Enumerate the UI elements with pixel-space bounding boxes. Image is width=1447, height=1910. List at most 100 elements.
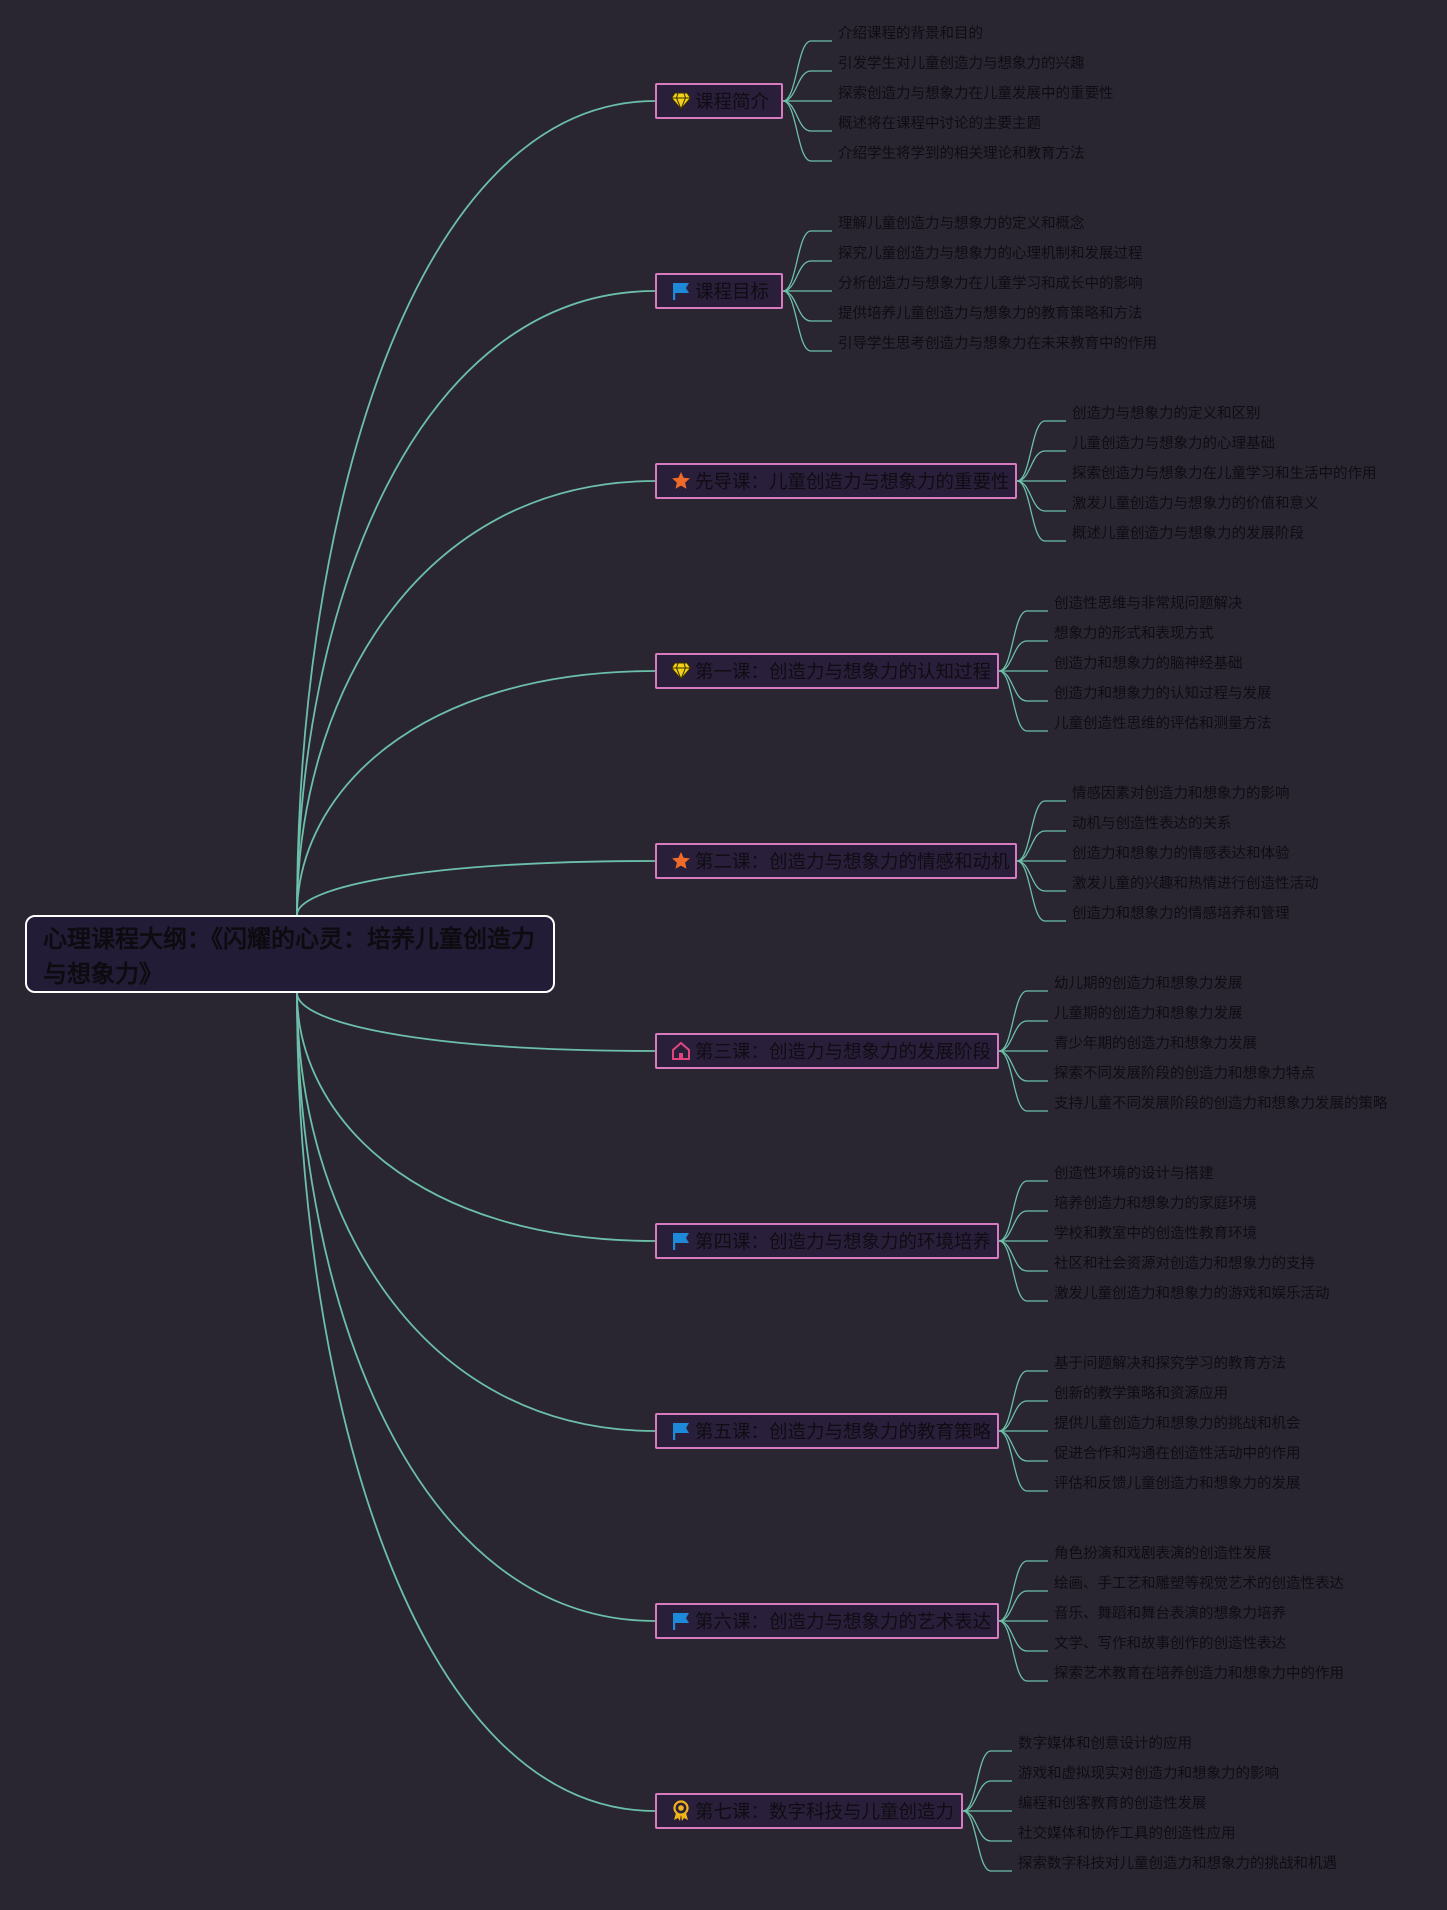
connector-line [296,860,656,916]
connector-line [782,100,832,132]
connector-line [962,1750,1012,1812]
home-icon [671,1040,691,1062]
flag-icon [671,1610,691,1632]
connector-line [998,1370,1048,1432]
connector-line [998,1620,1048,1652]
connector-line [998,1050,1048,1082]
subtopic-item[interactable]: 支持儿童不同发展阶段的创造力和想象力发展的策略 [1054,1096,1388,1112]
subtopic-item[interactable]: 儿童期的创造力和想象力发展 [1054,1006,1243,1022]
connector-line [998,1620,1048,1682]
topic-node[interactable]: 课程简介 [655,83,783,119]
subtopic-item[interactable]: 社区和社会资源对创造力和想象力的支持 [1054,1256,1315,1272]
connector-line [1016,800,1066,862]
topic-node[interactable]: 第七课：数字科技与儿童创造力 [655,1793,963,1829]
subtopic-item[interactable]: 激发儿童的兴趣和热情进行创造性活动 [1072,876,1319,892]
subtopic-item[interactable]: 数字媒体和创意设计的应用 [1018,1736,1192,1752]
subtopic-item[interactable]: 创造力和想象力的情感表达和体验 [1072,846,1290,862]
subtopic-item[interactable]: 儿童创造力与想象力的心理基础 [1072,436,1275,452]
root-topic[interactable]: 心理课程大纲：《闪耀的心灵：培养儿童创造力与想象力》 [25,915,555,993]
subtopic-item[interactable]: 学校和教室中的创造性教育环境 [1054,1226,1257,1242]
connector-line [962,1810,1012,1842]
connector-line [998,1240,1048,1272]
subtopic-item[interactable]: 分析创造力与想象力在儿童学习和成长中的影响 [838,276,1143,292]
subtopic-item[interactable]: 角色扮演和戏剧表演的创造性发展 [1054,1546,1272,1562]
connector-line [998,1020,1048,1052]
connector-line [296,290,656,916]
subtopic-item[interactable]: 概述儿童创造力与想象力的发展阶段 [1072,526,1304,542]
topic-node[interactable]: 第四课：创造力与想象力的环境培养 [655,1223,999,1259]
subtopic-item[interactable]: 提供培养儿童创造力与想象力的教育策略和方法 [838,306,1143,322]
connector-line [962,1810,1012,1872]
subtopic-item[interactable]: 编程和创客教育的创造性发展 [1018,1796,1207,1812]
topic-node[interactable]: 第一课：创造力与想象力的认知过程 [655,653,999,689]
connector-line [962,1780,1012,1812]
topic-node[interactable]: 第二课：创造力与想象力的情感和动机 [655,843,1017,879]
subtopic-item[interactable]: 文学、写作和故事创作的创造性表达 [1054,1636,1286,1652]
subtopic-item[interactable]: 动机与创造性表达的关系 [1072,816,1232,832]
subtopic-item[interactable]: 创新的教学策略和资源应用 [1054,1386,1228,1402]
subtopic-item[interactable]: 创造性思维与非常规问题解决 [1054,596,1243,612]
connector-line [296,992,656,1812]
connector-line [296,992,656,1052]
topic-node[interactable]: 第三课：创造力与想象力的发展阶段 [655,1033,999,1069]
connector-line [782,290,832,322]
topic-node[interactable]: 第六课：创造力与想象力的艺术表达 [655,1603,999,1639]
connector-line [998,1240,1048,1302]
subtopic-item[interactable]: 想象力的形式和表现方式 [1054,626,1214,642]
subtopic-item[interactable]: 创造力和想象力的脑神经基础 [1054,656,1243,672]
topic-label: 第四课：创造力与想象力的环境培养 [695,1232,992,1253]
topic-label: 课程目标 [695,282,770,303]
award-icon [671,1800,691,1822]
subtopic-item[interactable]: 创造力和想象力的情感培养和管理 [1072,906,1290,922]
connector-line [296,992,656,1622]
diamond-icon [671,90,691,112]
flag-icon [671,1230,691,1252]
subtopic-item[interactable]: 激发儿童创造力与想象力的价值和意义 [1072,496,1319,512]
connector-line [782,70,832,102]
subtopic-item[interactable]: 介绍课程的背景和目的 [838,26,983,42]
subtopic-item[interactable]: 游戏和虚拟现实对创造力和想象力的影响 [1018,1766,1279,1782]
subtopic-item[interactable]: 儿童创造性思维的评估和测量方法 [1054,716,1272,732]
subtopic-item[interactable]: 培养创造力和想象力的家庭环境 [1054,1196,1257,1212]
subtopic-item[interactable]: 音乐、舞蹈和舞台表演的想象力培养 [1054,1606,1286,1622]
connector-line [1016,450,1066,482]
subtopic-item[interactable]: 促进合作和沟通在创造性活动中的作用 [1054,1446,1301,1462]
subtopic-item[interactable]: 提供儿童创造力和想象力的挑战和机会 [1054,1416,1301,1432]
connector-line [296,480,656,916]
subtopic-item[interactable]: 创造性环境的设计与搭建 [1054,1166,1214,1182]
subtopic-item[interactable]: 激发儿童创造力和想象力的游戏和娱乐活动 [1054,1286,1330,1302]
subtopic-item[interactable]: 青少年期的创造力和想象力发展 [1054,1036,1257,1052]
subtopic-item[interactable]: 探索创造力与想象力在儿童学习和生活中的作用 [1072,466,1377,482]
subtopic-item[interactable]: 评估和反馈儿童创造力和想象力的发展 [1054,1476,1301,1492]
subtopic-item[interactable]: 探索创造力与想象力在儿童发展中的重要性 [838,86,1114,102]
subtopic-item[interactable]: 社交媒体和协作工具的创造性应用 [1018,1826,1236,1842]
topic-node[interactable]: 先导课：儿童创造力与想象力的重要性 [655,463,1017,499]
topic-label: 第五课：创造力与想象力的教育策略 [695,1422,992,1443]
subtopic-item[interactable]: 探索数字科技对儿童创造力和想象力的挑战和机遇 [1018,1856,1337,1872]
connector-line [998,1430,1048,1492]
topic-label: 第六课：创造力与想象力的艺术表达 [695,1612,992,1633]
subtopic-item[interactable]: 基于问题解决和探究学习的教育方法 [1054,1356,1286,1372]
subtopic-item[interactable]: 理解儿童创造力与想象力的定义和概念 [838,216,1085,232]
subtopic-item[interactable]: 探索艺术教育在培养创造力和想象力中的作用 [1054,1666,1344,1682]
subtopic-item[interactable]: 创造力与想象力的定义和区别 [1072,406,1261,422]
connector-line [1016,480,1066,542]
topic-label: 第七课：数字科技与儿童创造力 [695,1802,955,1823]
subtopic-item[interactable]: 探索不同发展阶段的创造力和想象力特点 [1054,1066,1315,1082]
subtopic-item[interactable]: 绘画、手工艺和雕塑等视觉艺术的创造性表达 [1054,1576,1344,1592]
subtopic-item[interactable]: 引导学生思考创造力与想象力在未来教育中的作用 [838,336,1157,352]
subtopic-item[interactable]: 探究儿童创造力与想象力的心理机制和发展过程 [838,246,1143,262]
flag-icon [671,280,691,302]
star-icon [671,850,691,872]
subtopic-item[interactable]: 概述将在课程中讨论的主要主题 [838,116,1041,132]
subtopic-item[interactable]: 介绍学生将学到的相关理论和教育方法 [838,146,1085,162]
topic-node[interactable]: 课程目标 [655,273,783,309]
subtopic-item[interactable]: 创造力和想象力的认知过程与发展 [1054,686,1272,702]
subtopic-item[interactable]: 情感因素对创造力和想象力的影响 [1072,786,1290,802]
topic-label: 先导课：儿童创造力与想象力的重要性 [695,472,1010,493]
connector-line [1016,860,1066,892]
subtopic-item[interactable]: 引发学生对儿童创造力与想象力的兴趣 [838,56,1085,72]
subtopic-item[interactable]: 幼儿期的创造力和想象力发展 [1054,976,1243,992]
topic-node[interactable]: 第五课：创造力与想象力的教育策略 [655,1413,999,1449]
